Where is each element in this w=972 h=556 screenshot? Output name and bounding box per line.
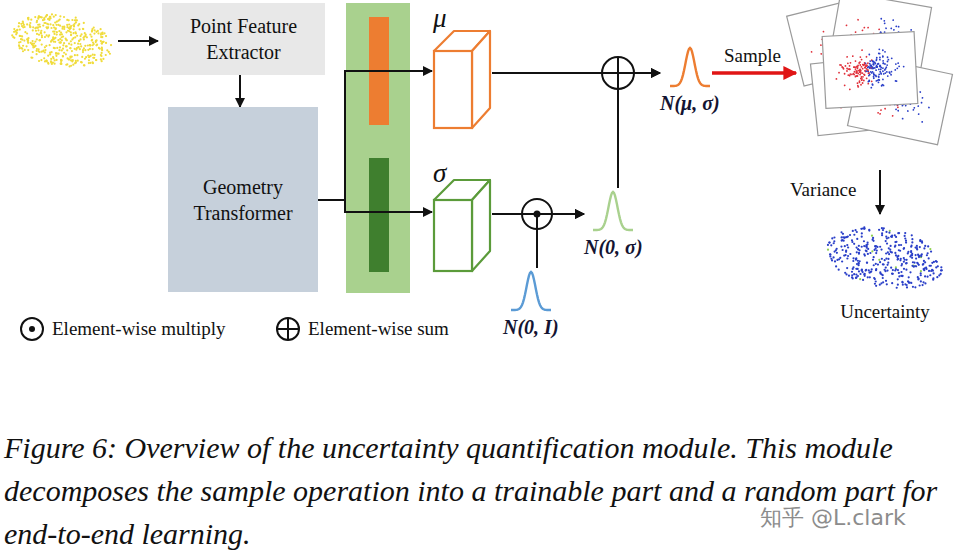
feature-band [346, 3, 410, 293]
process-box: Point Feature Extractor [162, 3, 325, 75]
input-point-cloud [11, 13, 112, 67]
node-label: Uncertainty [840, 300, 930, 325]
distribution-label: N(0, I) [503, 314, 559, 340]
sigma-feature-bar [369, 158, 389, 272]
node-label: Point Feature Extractor [170, 13, 317, 65]
connector-arrow [239, 75, 241, 107]
input-arrow [118, 40, 158, 42]
bell-curve [509, 268, 553, 312]
sum-symbol [274, 315, 302, 343]
process-box: Geometry Transformer [168, 107, 318, 292]
sample-stack [787, 0, 953, 145]
mean-block: μ [432, 5, 492, 131]
legend-label: Element-wise sum [308, 318, 449, 340]
legend-item: Element-wise sum [274, 315, 449, 343]
connector-arrow [537, 214, 584, 268]
node-label: Geometry Transformer [176, 174, 310, 226]
bell-curve [591, 188, 635, 232]
sample-arrow [712, 71, 796, 75]
gaussian: N(0, σ) [584, 188, 643, 260]
gaussian: N(0, I) [503, 268, 559, 340]
arrow-label: Variance [790, 179, 856, 201]
connector-arrow [618, 73, 660, 188]
uncertainty-point-cloud [822, 218, 948, 300]
uncertainty-cloud: Uncertainty [822, 218, 948, 325]
bell-curve [668, 44, 712, 88]
legend-item: Element-wise multiply [18, 315, 226, 343]
gaussian: N(μ, σ) [660, 44, 720, 116]
figure-caption: Figure 6: Overview of the uncertainty qu… [4, 426, 966, 555]
symbol-label: μ [432, 5, 492, 32]
watermark: 知乎 @L.clark [760, 503, 906, 533]
variance-arrow [879, 170, 881, 214]
connector-arrow [318, 71, 432, 200]
arrow-label: Sample [724, 45, 781, 67]
connector-arrow [318, 200, 432, 212]
sigma-block: σ [432, 160, 492, 274]
symbol-label: σ [432, 160, 492, 187]
legend-label: Element-wise multiply [52, 318, 226, 340]
distribution-label: N(μ, σ) [660, 90, 720, 116]
multiply-symbol [18, 315, 46, 343]
distribution-label: N(0, σ) [584, 234, 643, 260]
